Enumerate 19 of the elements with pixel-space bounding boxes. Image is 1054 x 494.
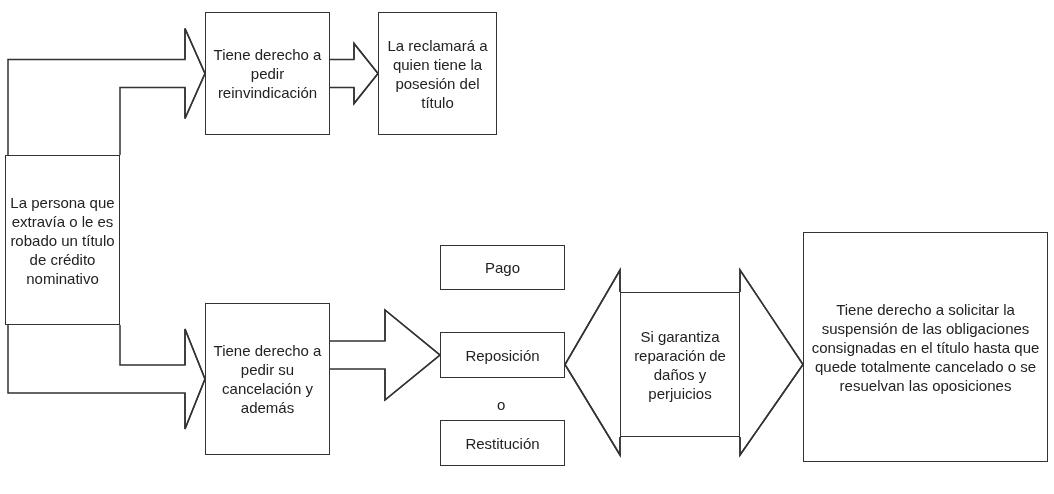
text-box [5, 155, 120, 325]
box-text: Tiene derecho a pedir su cancelación y además [212, 341, 323, 418]
text-box [803, 232, 1048, 462]
text-box [440, 332, 565, 378]
box-text: La persona que extravía o le es robado un título de crédito nominativo [9, 192, 116, 289]
box-text: Pago [483, 258, 521, 278]
box-text: Tiene derecho a solicitar la suspensión de las obligaciones consignadas en el título hasta que quede totalmente cancelado o se resuelvan las oposiciones [810, 299, 1041, 396]
box-text: Reposición [464, 345, 541, 366]
box-text: Si garantiza reparación de daños y perjuicios [633, 326, 727, 404]
text-box [440, 245, 565, 290]
connector-word: o [497, 396, 506, 413]
box-text: La reclamará a quien tiene la posesión del título [386, 35, 489, 113]
box-text: Tiene derecho a pedir reinvindicación [212, 45, 323, 103]
text-box [440, 420, 565, 466]
box-text: Restitución [464, 433, 541, 454]
text-box [205, 12, 330, 135]
text-box [378, 12, 497, 135]
text-box [205, 303, 330, 455]
text-box [620, 292, 740, 437]
